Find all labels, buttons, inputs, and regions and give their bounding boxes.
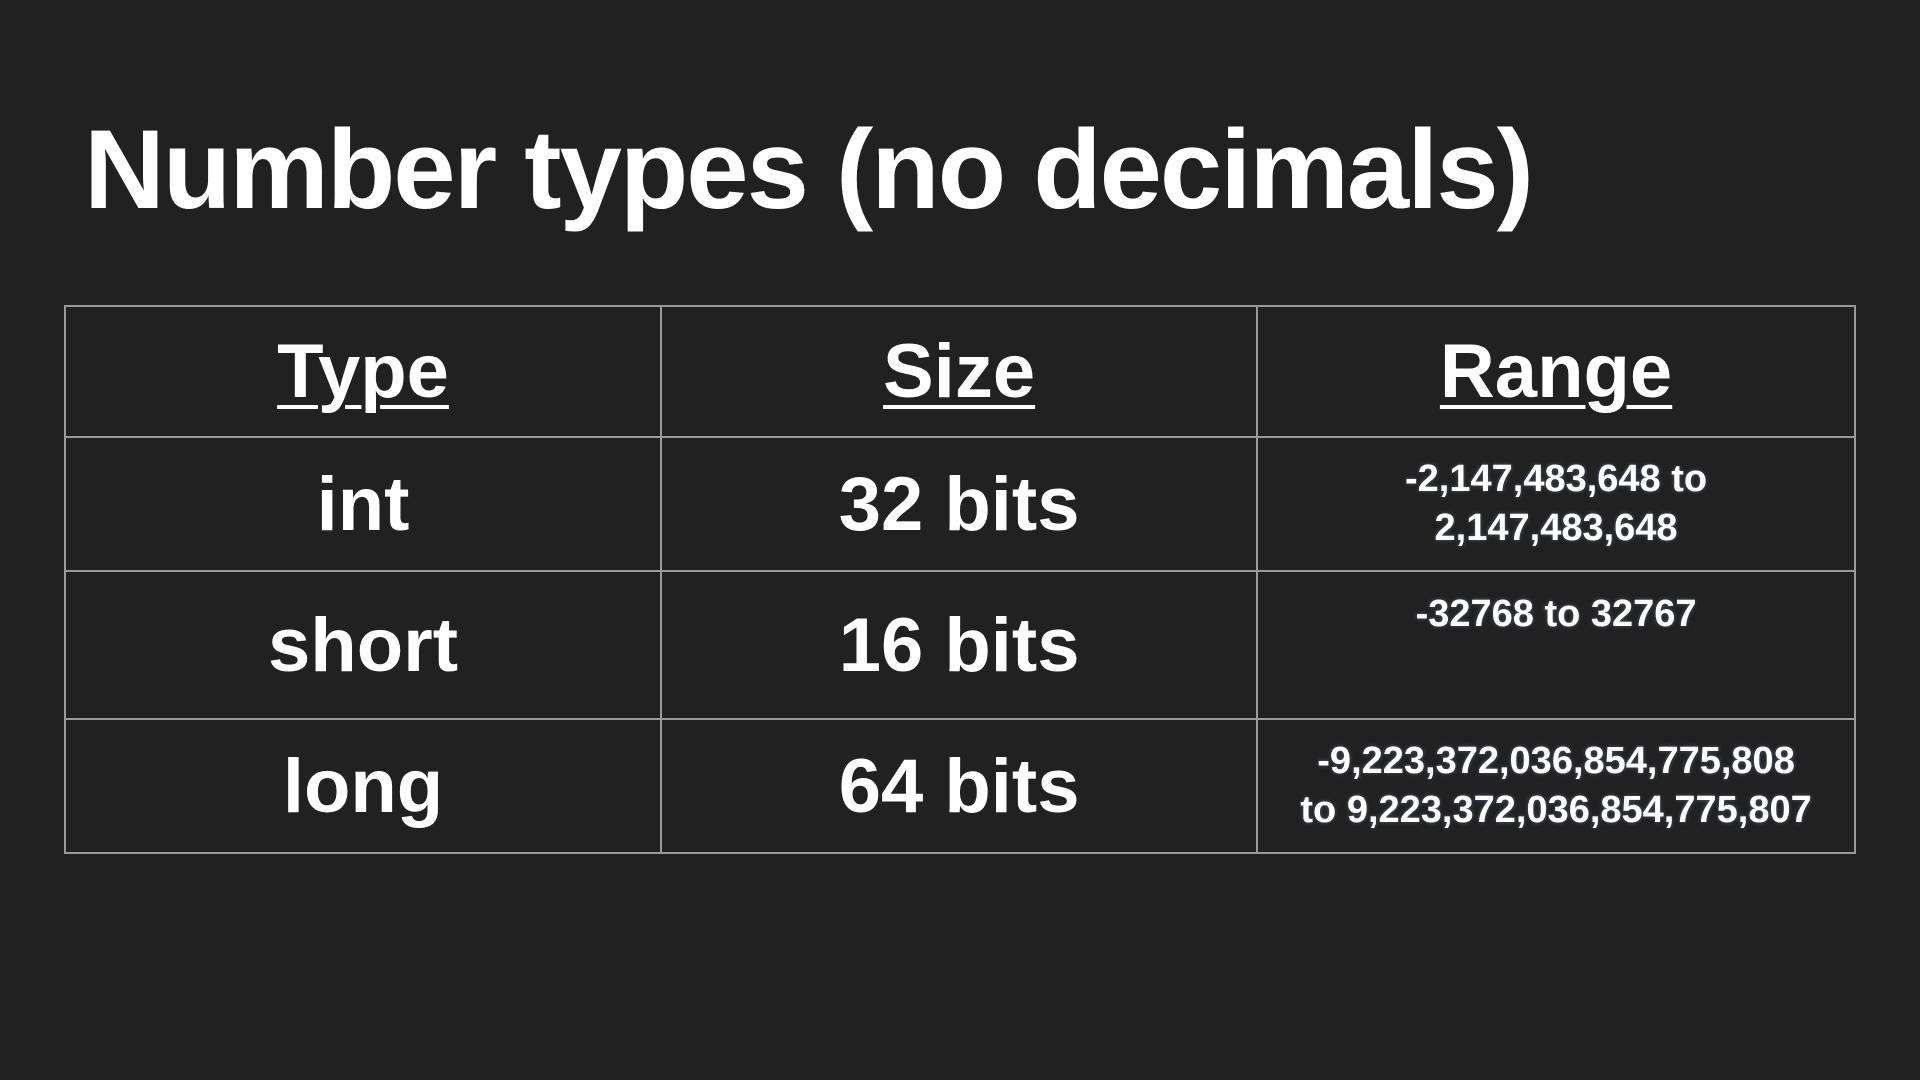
size-cell: 16 bits: [660, 570, 1259, 720]
type-cell: long: [63, 718, 663, 854]
range-line-1: -9,223,372,036,854,775,808: [1317, 740, 1795, 783]
range-line-2: 2,147,483,648: [1434, 507, 1678, 549]
header-range: Range: [1256, 305, 1856, 438]
size-cell: 64 bits: [660, 718, 1259, 854]
range-cell: -32768 to 32767: [1256, 570, 1856, 720]
table-row-long: long 64 bits -9,223,372,036,854,775,808 …: [63, 718, 1856, 854]
range-cell: -2,147,483,648 to 2,147,483,648: [1256, 436, 1856, 572]
range-line-2: to 9,223,372,036,854,775,807: [1300, 789, 1812, 831]
table-header-row: Type Size Range: [63, 305, 1856, 438]
header-type: Type: [63, 305, 663, 438]
header-size: Size: [660, 305, 1259, 438]
range-cell: -9,223,372,036,854,775,808 to 9,223,372,…: [1256, 718, 1856, 854]
number-types-table: Type Size Range int 32 bits -2,147,483,6…: [63, 305, 1856, 854]
table-row-int: int 32 bits -2,147,483,648 to 2,147,483,…: [63, 436, 1856, 572]
size-cell: 32 bits: [660, 436, 1259, 572]
range-line-1: -2,147,483,648 to: [1405, 458, 1708, 501]
range-line-1: -32768 to 32767: [1415, 593, 1697, 635]
type-cell: short: [63, 570, 663, 720]
slide-title: Number types (no decimals): [84, 107, 1534, 232]
type-cell: int: [63, 436, 663, 572]
table-row-short: short 16 bits -32768 to 32767: [63, 570, 1856, 720]
